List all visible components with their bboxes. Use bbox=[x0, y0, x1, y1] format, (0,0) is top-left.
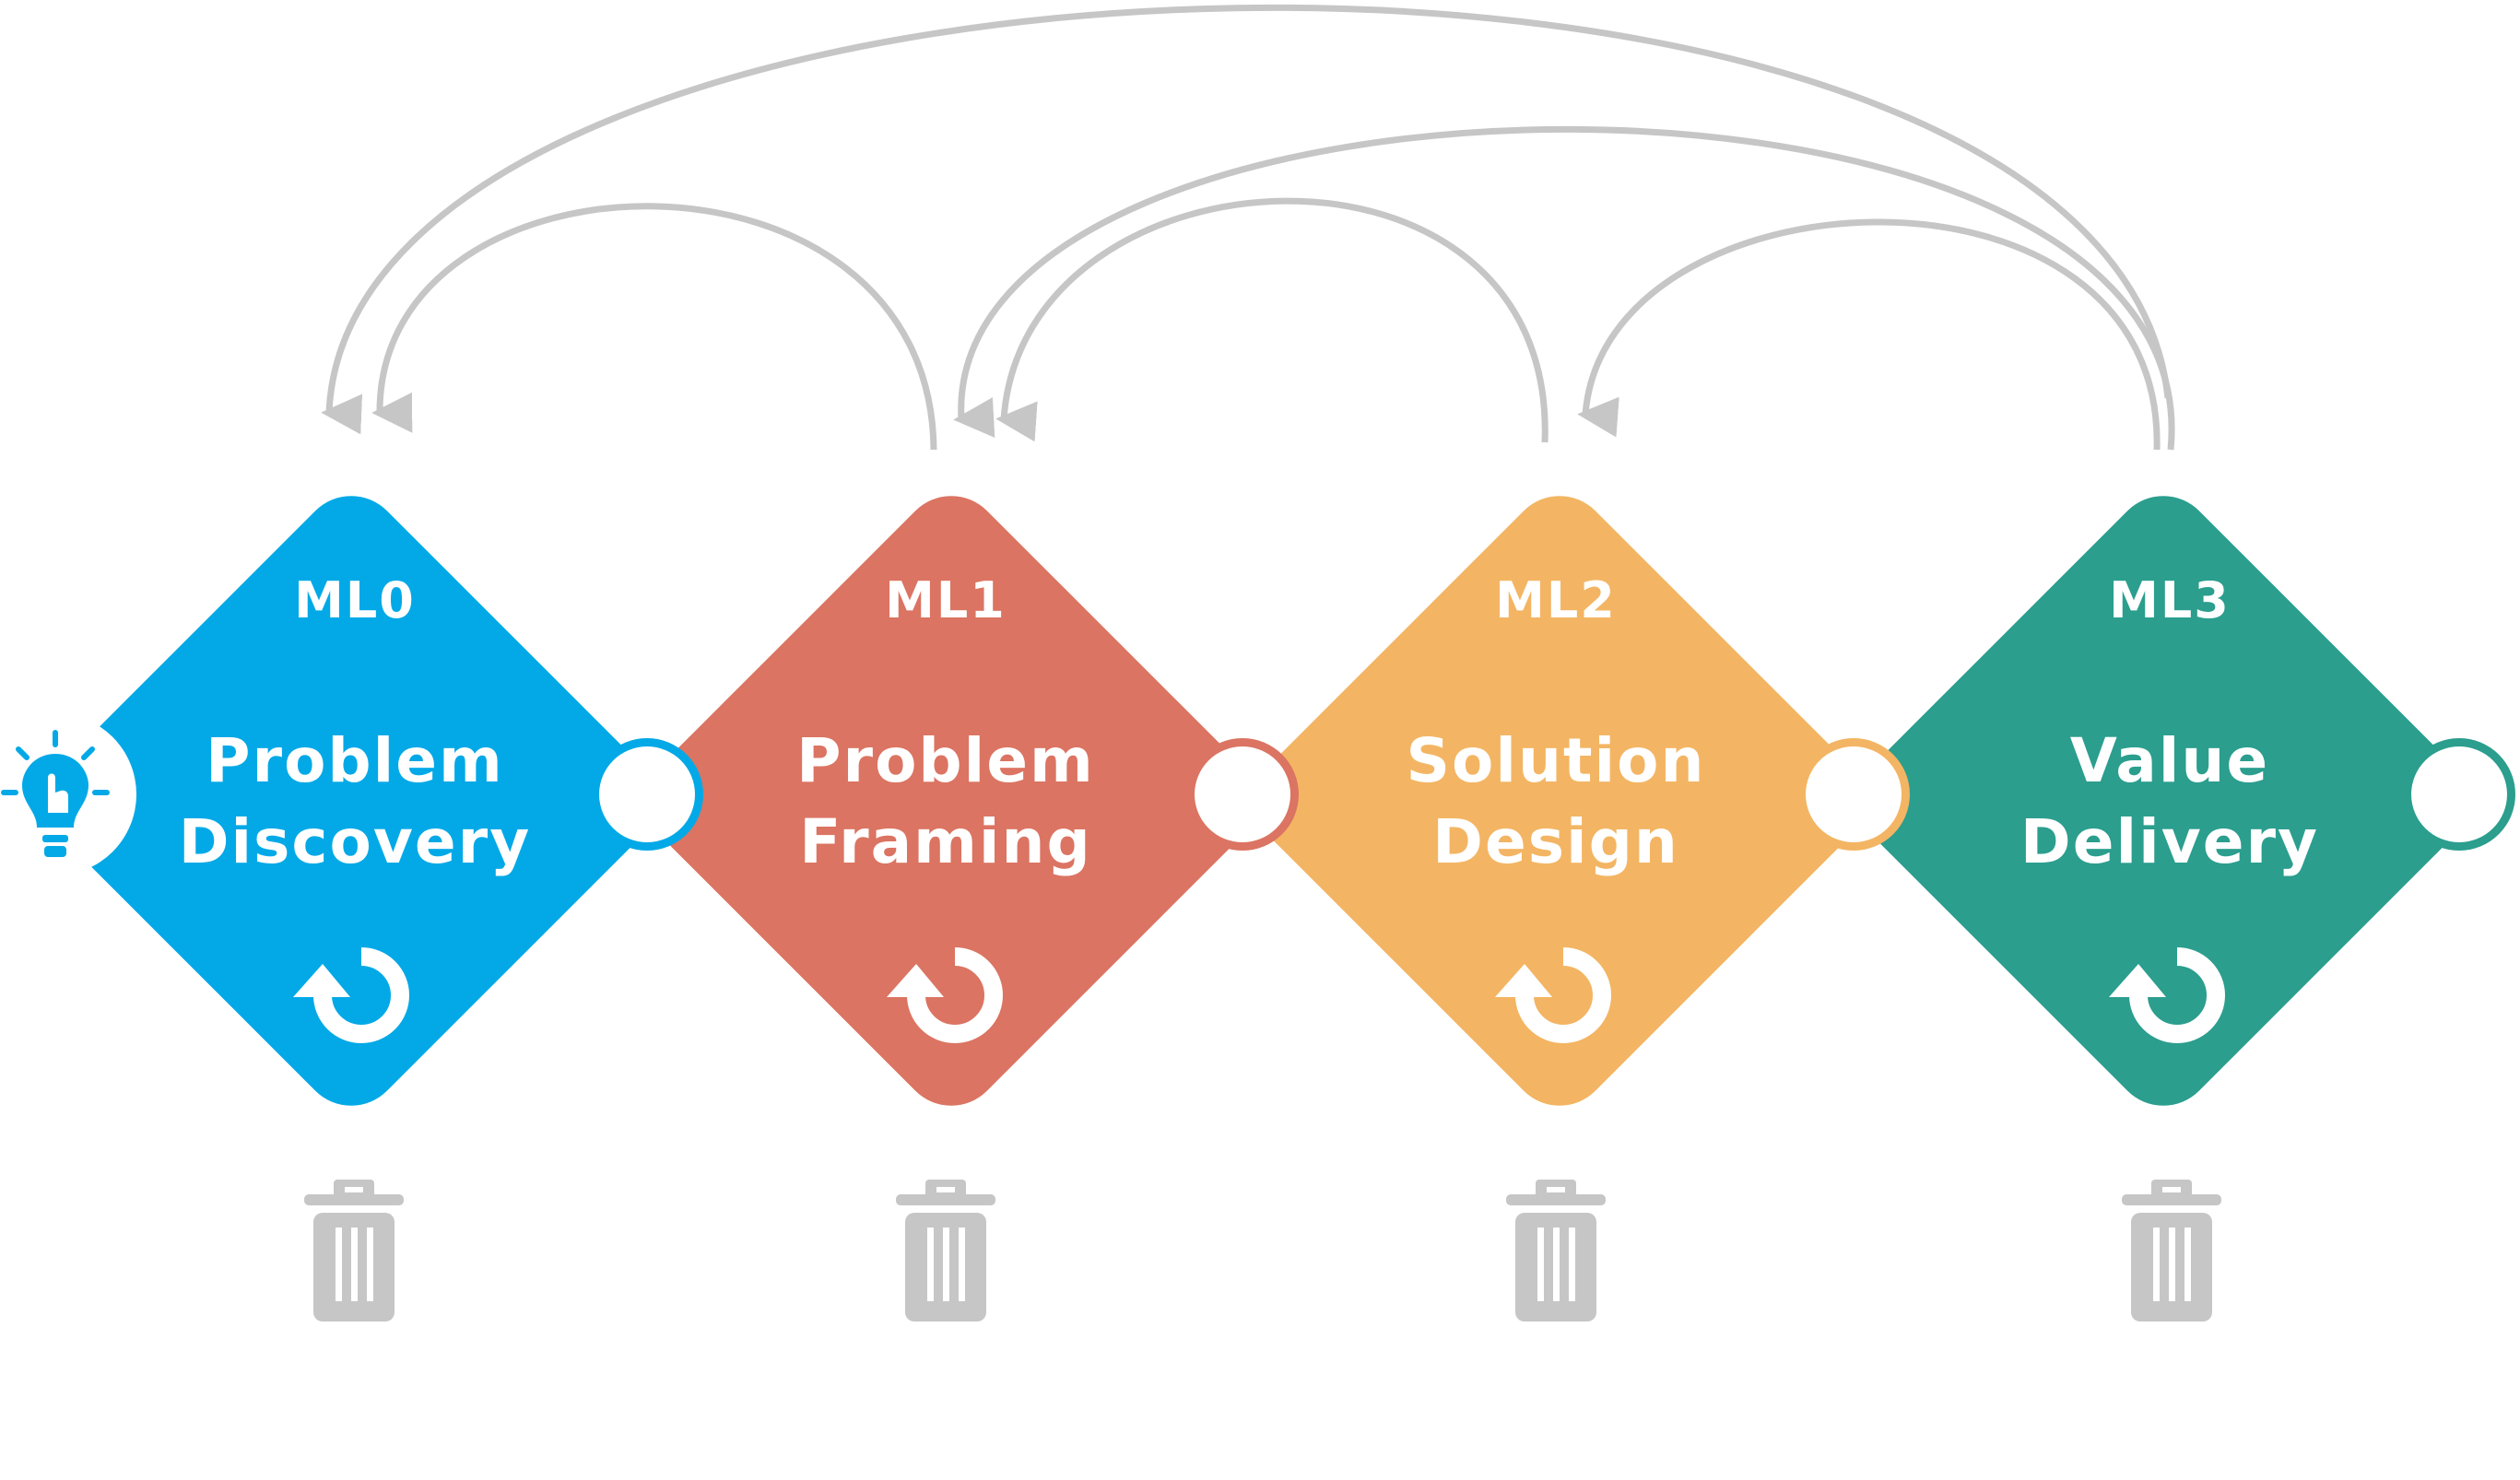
stage-title-ml2-line2: Design bbox=[1432, 806, 1679, 877]
trash-icon bbox=[2122, 1180, 2221, 1321]
diamonds bbox=[46, 496, 2468, 1106]
arc-ml3-to-ml1 bbox=[953, 125, 2175, 451]
stage-title-ml3-line1: Value bbox=[2070, 725, 2269, 796]
trash-icon bbox=[1506, 1180, 1606, 1321]
arc-ml3-to-ml0 bbox=[321, 4, 2172, 435]
connectors bbox=[591, 738, 2515, 851]
connector-ml2-ml3-hole bbox=[1806, 746, 1902, 842]
diamond-ml2 bbox=[1254, 496, 1865, 1106]
arc-ml1-to-ml0 bbox=[371, 203, 937, 451]
stage-title-ml0-line1: Problem bbox=[206, 725, 504, 796]
stage-code-ml0: ML0 bbox=[294, 571, 416, 629]
stage-title-ml1-line2: Framing bbox=[799, 806, 1092, 877]
trash-icons bbox=[304, 1180, 2221, 1321]
connector-ml1-ml2-hole bbox=[1195, 746, 1290, 842]
stage-code-ml2: ML2 bbox=[1495, 571, 1617, 629]
trash-icon bbox=[304, 1180, 404, 1321]
stage-code-ml3: ML3 bbox=[2109, 571, 2231, 629]
lightbulb-icon bbox=[0, 713, 136, 875]
feedback-arcs bbox=[321, 4, 2175, 451]
connector-ml0-ml1-hole bbox=[599, 746, 695, 842]
stage-code-ml1: ML1 bbox=[885, 571, 1007, 629]
stage-title-ml1-line1: Problem bbox=[796, 725, 1095, 796]
refresh-icon bbox=[293, 947, 409, 1043]
arc-ml3-to-ml2 bbox=[1577, 218, 2161, 451]
arc-ml2-to-ml1 bbox=[995, 197, 1549, 443]
diamond-ml3 bbox=[1858, 496, 2468, 1106]
stage-title-ml3-line2: Delivery bbox=[2020, 806, 2319, 877]
diamond-ml0 bbox=[46, 496, 656, 1106]
trash-icon bbox=[896, 1180, 995, 1321]
stage-texts: ML0 Problem Discovery ML1 Problem Framin… bbox=[179, 571, 2319, 877]
loop-icons bbox=[293, 947, 2225, 1043]
diamond-ml1 bbox=[646, 496, 1256, 1106]
refresh-icon bbox=[2109, 947, 2225, 1043]
refresh-icon bbox=[887, 947, 1003, 1043]
stage-title-ml2-line1: Solution bbox=[1407, 725, 1706, 796]
connector-ml3-end-hole bbox=[2411, 746, 2507, 842]
stage-title-ml0-line2: Discovery bbox=[179, 806, 532, 877]
refresh-icon bbox=[1495, 947, 1611, 1043]
